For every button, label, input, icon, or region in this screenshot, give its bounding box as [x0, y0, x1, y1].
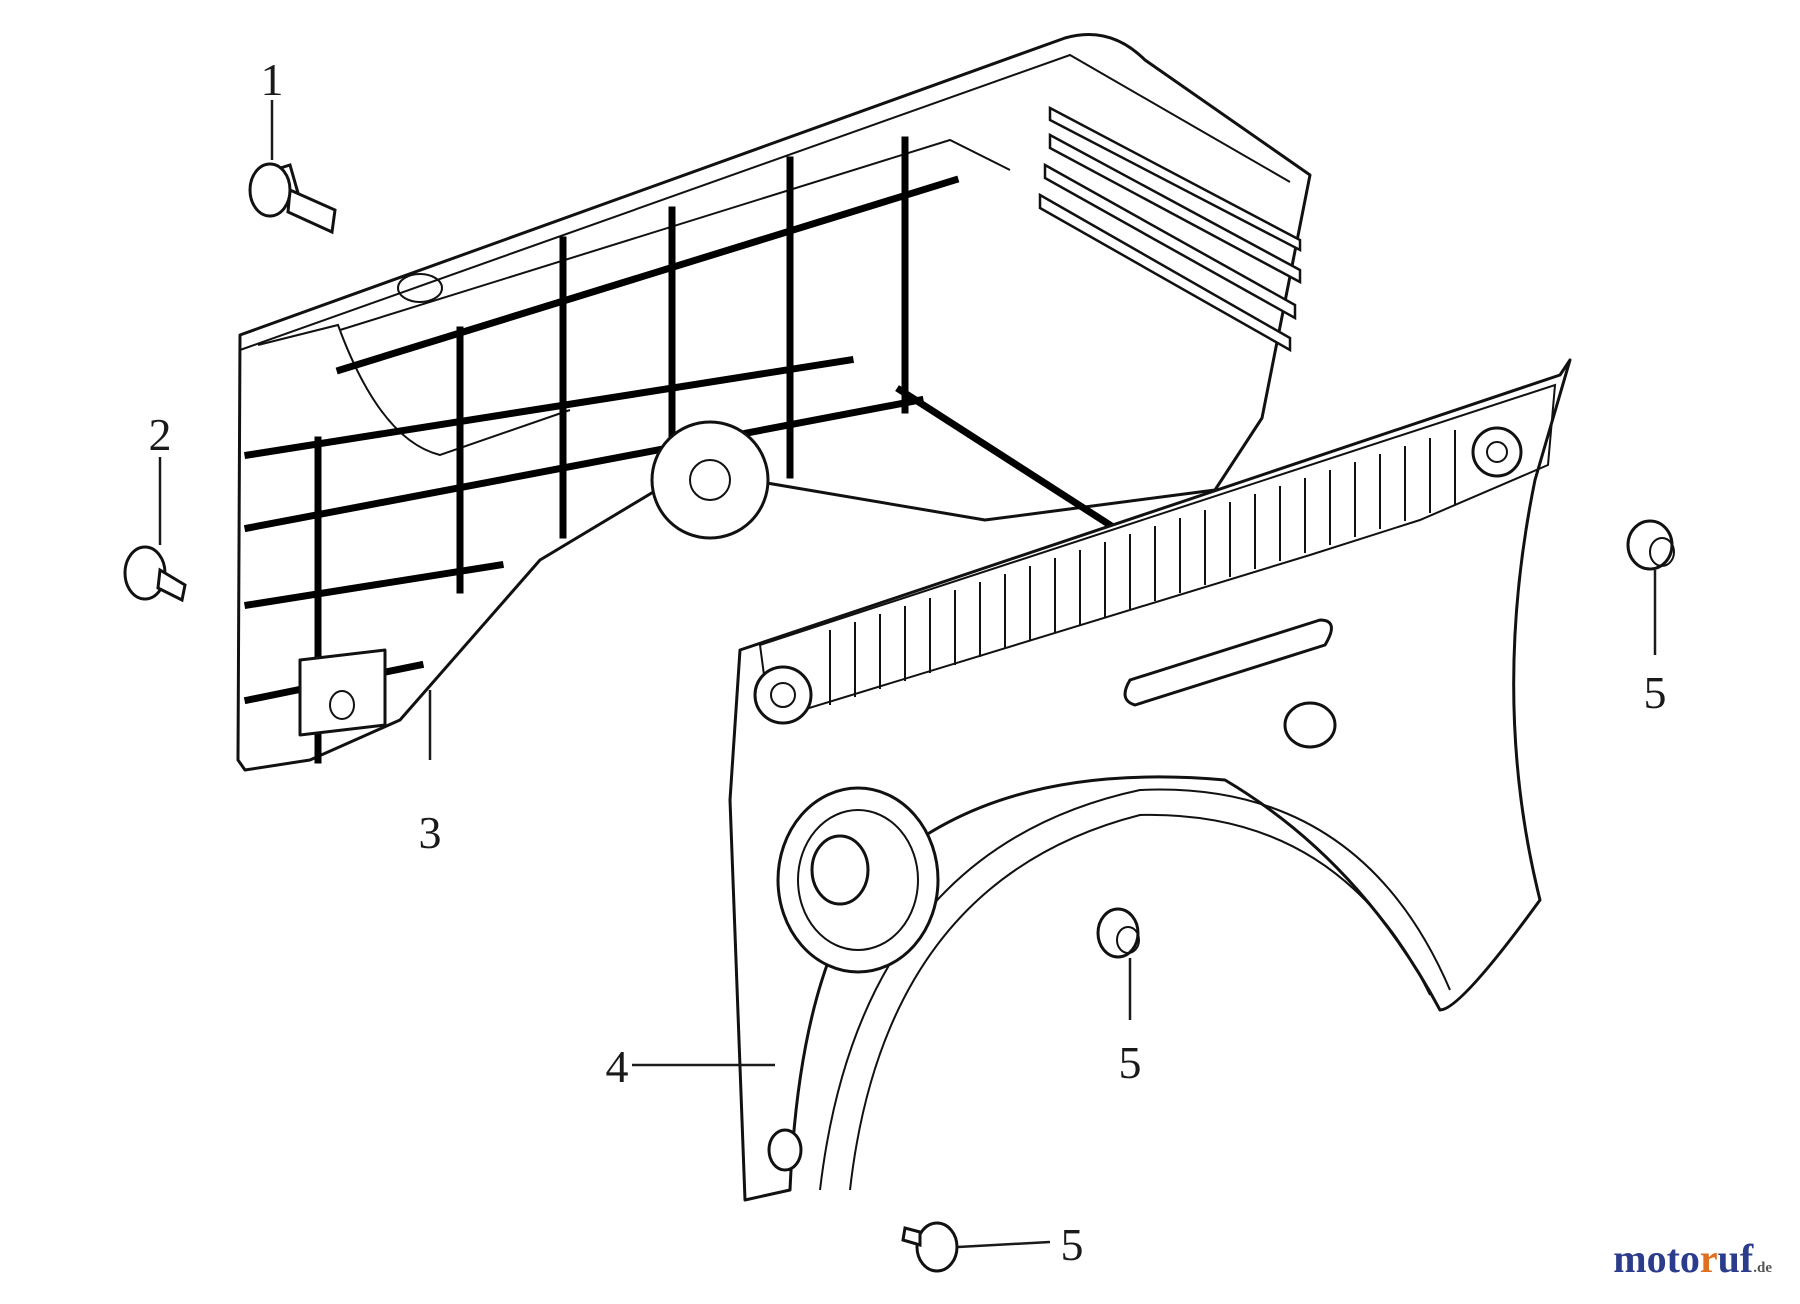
callout-labels: 1 2 3 4 5 5 5 [149, 54, 1667, 1270]
bolt-5-bottom [901, 1221, 959, 1273]
bolt-1 [248, 162, 337, 235]
callout-5-middle: 5 [1119, 1037, 1142, 1088]
leader-lines [158, 100, 1657, 1249]
serrated-ribs [829, 430, 1456, 705]
bolt-2 [123, 545, 187, 603]
callout-3: 3 [419, 807, 442, 858]
callout-2: 2 [149, 409, 172, 460]
callout-5-bottom: 5 [1061, 1219, 1084, 1270]
watermark-logo: motoruf.de [1613, 1236, 1772, 1281]
callout-1: 1 [261, 54, 284, 105]
callout-5-right: 5 [1644, 667, 1667, 718]
part-3-upper-cover [236, 33, 1312, 772]
part-4-lower-cover [728, 358, 1572, 1202]
nut-5-middle [1096, 907, 1140, 959]
callout-4: 4 [606, 1041, 629, 1092]
nut-5-right [1626, 519, 1675, 571]
